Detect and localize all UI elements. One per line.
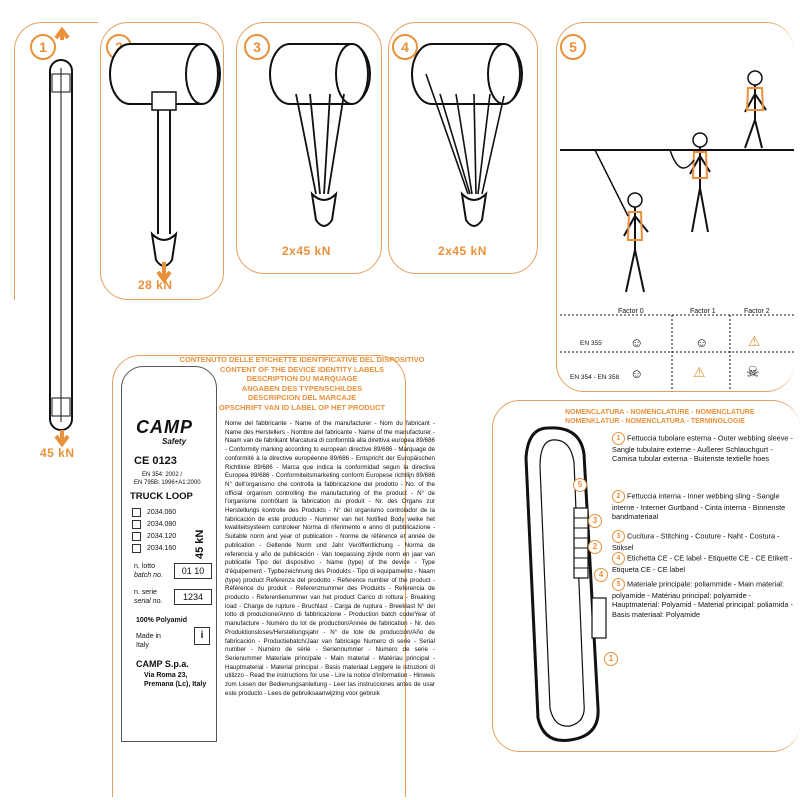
item-text: Fettuccia tubolare esterna - Outer webbi…	[612, 433, 793, 464]
product-name: TRUCK LOOP	[130, 491, 193, 502]
model-item: 2034.120	[132, 531, 176, 543]
step-number-4: 4	[392, 34, 418, 60]
nomenclature-marker-1: 1	[604, 652, 618, 666]
made-in-country: Italy	[136, 642, 149, 649]
nomenclature-panel	[492, 400, 800, 752]
model-code: 2034.120	[147, 533, 177, 540]
address-line-1: Via Roma 23,	[144, 672, 188, 679]
item-number: 2	[612, 490, 625, 503]
model-item: 2034.160	[132, 543, 176, 555]
ce-mark: CE 0123	[134, 455, 177, 467]
item-number: 4	[612, 552, 625, 565]
ok-smiley-icon: ☺	[630, 366, 644, 381]
manufacturer-name: CAMP S.p.a.	[136, 659, 189, 669]
sling-loop-illustration	[524, 426, 607, 743]
made-in: Made in	[136, 633, 161, 640]
serial-label: n. serie	[134, 589, 157, 596]
sling-double-basket-illustration	[411, 43, 523, 227]
title-line: CONTENUTO DELLE ETICHETTE IDENTIFICATIVE…	[179, 355, 425, 364]
fall-factor-illustration	[560, 70, 794, 390]
item-text: Materiale principale: poliammide - Main …	[612, 579, 793, 619]
lot-value: 01 10	[174, 563, 212, 579]
label-card	[112, 355, 406, 797]
title-line: CONTENT OF THE DEVICE IDENTITY LABELS	[219, 364, 385, 374]
norm-line-1: EN 354: 2002 /	[142, 472, 183, 478]
breaking-load: 45 kN	[194, 529, 206, 559]
figure-panel-4	[388, 22, 538, 274]
force-label-3: 2x45 kN	[282, 244, 331, 258]
step-number-1: 1	[30, 34, 56, 60]
force-label-4: 2x45 kN	[438, 244, 487, 258]
label-description-text: Nome del fabbricante - Name of the manuf…	[225, 420, 435, 697]
model-code: 2034.060	[147, 509, 177, 516]
item-number: 3	[612, 530, 625, 543]
nomenclature-marker-2: 2	[588, 540, 602, 554]
nomenclature-marker-5: 5	[573, 478, 587, 492]
item-text: Cucitura - Stitching - Couture - Naht - …	[612, 531, 780, 552]
item-number: 5	[612, 578, 625, 591]
sling-straight-illustration	[49, 26, 73, 448]
model-item: 2034.060	[132, 507, 176, 519]
item-number: 1	[612, 432, 625, 445]
title-line: ANGABEN DES TYPENSCHILDES	[241, 383, 363, 393]
factor-label-1: Factor 1	[690, 308, 716, 315]
step-number-5: 5	[560, 34, 586, 60]
figure-panel-1	[14, 22, 98, 300]
norm-line-2: EN 795B: 1996+A1:2000	[134, 480, 201, 486]
serial-value: 1234	[174, 589, 212, 605]
model-list: 2034.060 2034.080 2034.120 2034.160	[132, 507, 176, 555]
label-section-title: CONTENUTO DELLE ETICHETTE IDENTIFICATIVE…	[178, 355, 426, 412]
danger-icon: ☠	[746, 364, 760, 381]
model-code: 2034.160	[147, 545, 177, 552]
lot-label: n. lotto	[134, 563, 156, 570]
item-text: Etichetta CE - CE label - Etiquette CE -…	[612, 553, 793, 574]
factor-label-2: Factor 2	[744, 308, 770, 315]
ok-smiley-icon: ☺	[695, 335, 709, 350]
warning-icon: ⚠	[748, 333, 761, 349]
nomenclature-title: NOMENCLATURA - NOMENCLATURE - NOMENCLATU…	[565, 408, 795, 426]
warning-icon: ⚠	[693, 364, 706, 380]
model-code: 2034.080	[147, 521, 177, 528]
title-line: NOMENKLATUR - NOMENCLATURA - TERMINOLOGI…	[565, 418, 745, 425]
material-text: 100% Polyamid	[136, 617, 187, 624]
standard-en354-358: EN 354 - EN 358	[570, 374, 620, 381]
figure-panel-5	[556, 22, 794, 392]
address-line-2: Premana (Lc), Italy	[144, 681, 207, 688]
title-line: OPSCHRIFT VAN ID LABEL OP HET PRODUCT	[218, 402, 386, 412]
title-line: DESCRIPTION DU MARQUAGE	[246, 374, 358, 383]
lot-label-en: batch no.	[134, 572, 163, 579]
sling-choke-illustration	[109, 43, 221, 284]
nomenclature-marker-3: 3	[588, 514, 602, 528]
standard-en355: EN 355	[580, 340, 602, 347]
title-line: DESCRIPCION DEL MARCAJE	[247, 393, 357, 402]
sling-basket-illustration	[269, 43, 371, 227]
force-label-2: 28 kN	[138, 278, 173, 292]
figure-panel-2	[100, 22, 224, 300]
item-text: Fettuccia interna - Inner webbing sling …	[612, 491, 786, 522]
brand-subtitle: Safety	[162, 437, 187, 446]
nomenclature-marker-4: 4	[594, 568, 608, 582]
force-label-1: 45 kN	[40, 446, 75, 460]
figure-panel-3	[236, 22, 382, 274]
brand-logo: CAMP	[136, 417, 193, 437]
serial-label-en: serial no.	[134, 598, 163, 605]
identity-label: CAMP Safety CE 0123 EN 354: 2002 / EN 79…	[121, 366, 217, 742]
ok-smiley-icon: ☺	[630, 335, 644, 350]
title-line: NOMENCLATURA - NOMENCLATURE - NOMENCLATU…	[565, 409, 755, 416]
model-item: 2034.080	[132, 519, 176, 531]
factor-label-0: Factor 0	[618, 308, 644, 315]
info-book-icon: i	[194, 627, 210, 645]
step-number-3: 3	[244, 34, 270, 60]
